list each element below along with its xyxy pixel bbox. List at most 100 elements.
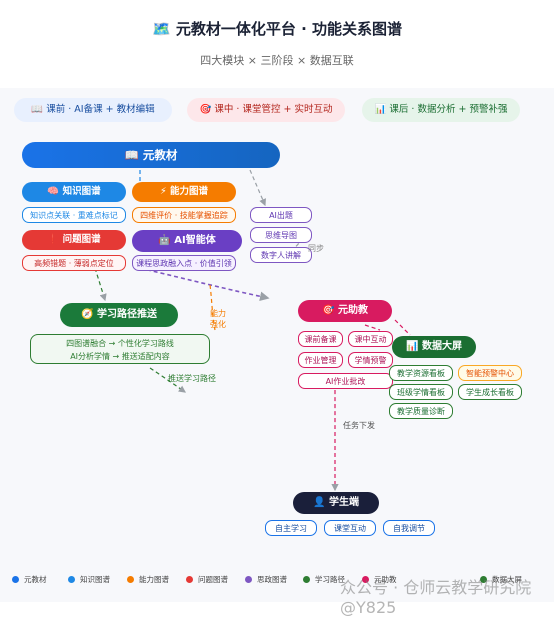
- book-icon: 📖: [124, 148, 139, 162]
- legend-item: 数据大屏: [480, 574, 522, 585]
- edge-sync: [281, 241, 301, 263]
- ability-graph-tag: 四维评价 · 技能掌握追踪: [132, 207, 236, 223]
- edge-assistant-dashboard: [364, 324, 381, 331]
- phase-in-class: 🎯 课中 · 课堂管控 + 实时互动: [187, 98, 345, 122]
- page-subtitle: 四大模块 × 三阶段 × 数据互联: [200, 54, 354, 67]
- dashboard-item-quality[interactable]: 教学质量诊断: [389, 403, 453, 419]
- phase-post-class: 📊 课后 · 数据分析 + 预警补强: [362, 98, 520, 122]
- assistant-item-interact[interactable]: 课中互动: [348, 331, 393, 347]
- edge-ai-assistant: [139, 267, 270, 302]
- edge-dashboard-alert: [394, 319, 411, 336]
- assistant-label: 元助教: [337, 305, 368, 316]
- legend-swatch: [127, 576, 134, 583]
- knowledge-graph-node[interactable]: 🧠 知识图谱: [22, 182, 126, 202]
- student-item-interaction[interactable]: 课堂互动: [324, 520, 376, 536]
- target-icon: 🎯: [322, 305, 335, 316]
- legend-swatch: [12, 576, 19, 583]
- ai-tool-mind-map[interactable]: 思维导图: [250, 227, 312, 243]
- dashboard-item-alert-center[interactable]: 智能预警中心: [458, 365, 522, 381]
- learning-path-label: 学习路径推送: [96, 309, 157, 320]
- legend-label: 元助教: [374, 575, 397, 584]
- edge-label-push-path: 推送学习路径: [168, 374, 216, 383]
- assistant-item-homework[interactable]: 作业管理: [298, 352, 343, 368]
- ability-graph-node[interactable]: ⚡ 能力图谱: [132, 182, 236, 202]
- dashboard-label: 数据大屏: [421, 341, 462, 352]
- ai-agent-tag: 课程思政融入点 · 价值引领: [132, 255, 236, 271]
- legend-label: 能力图谱: [139, 575, 169, 584]
- legend-swatch: [186, 576, 193, 583]
- header: [0, 0, 554, 88]
- knowledge-graph-label: 知识图谱: [62, 186, 101, 197]
- learning-path-line-1: 四图谱融合 → 个性化学习路线: [66, 339, 174, 348]
- legend-swatch: [480, 576, 487, 583]
- phase-pre-class-label: 课前 · AI备课 + 教材编辑: [46, 104, 155, 115]
- legend-item: 元教材: [12, 574, 47, 585]
- edge-label-sync: 同步: [308, 244, 324, 253]
- legend-label: 知识图谱: [80, 575, 110, 584]
- edge-label-reinforce: 强化: [210, 320, 226, 329]
- alert-icon: ❗: [47, 234, 60, 245]
- ai-tool-digital-human[interactable]: 数字人讲解: [250, 247, 312, 263]
- legend-label: 元教材: [24, 575, 47, 584]
- legend-item: 思政图谱: [245, 574, 287, 585]
- legend-label: 问题图谱: [198, 575, 228, 584]
- dashboard-node[interactable]: 📊 数据大屏: [392, 336, 476, 358]
- legend-swatch: [303, 576, 310, 583]
- lightning-icon: ⚡: [160, 186, 167, 197]
- student-item-self-regulation[interactable]: 自我调节: [383, 520, 435, 536]
- legend-label: 学习路径: [315, 575, 345, 584]
- chart-icon: 📊: [374, 104, 387, 115]
- legend-item: 问题图谱: [186, 574, 228, 585]
- edge-label-task-push: 任务下发: [343, 421, 375, 430]
- robot-icon: 🤖: [158, 235, 171, 246]
- dashboard-item-resources[interactable]: 教学资源看板: [389, 365, 453, 381]
- problem-graph-label: 问题图谱: [62, 234, 101, 245]
- edge-ability-reinforce: [209, 284, 216, 331]
- student-label: 学生端: [328, 497, 359, 508]
- student-item-self-study[interactable]: 自主学习: [265, 520, 317, 536]
- ability-graph-label: 能力图谱: [169, 186, 208, 197]
- page-title: 🗺️ 元教材一体化平台 · 功能关系图谱: [0, 18, 554, 39]
- assistant-item-ai-grading[interactable]: AI作业批改: [298, 373, 393, 389]
- map-icon: 🗺️: [151, 20, 171, 38]
- phase-in-class-label: 课中 · 课堂管控 + 实时互动: [214, 104, 333, 115]
- compass-icon: 🧭: [81, 309, 94, 320]
- target-icon: 🎯: [199, 104, 212, 115]
- watermark-text: 众公号 · 仓师云教学研究院 @Y825: [340, 578, 532, 617]
- problem-graph-node[interactable]: ❗ 问题图谱: [22, 230, 126, 250]
- problem-graph-tag: 高频错题 · 薄弱点定位: [22, 255, 126, 271]
- legend-item: 知识图谱: [68, 574, 110, 585]
- legend-item: 能力图谱: [127, 574, 169, 585]
- learning-path-detail: 四图谱融合 → 个性化学习路线 AI分析学情 → 推送适配内容: [30, 334, 210, 364]
- dashboard-item-class[interactable]: 班级学情看板: [389, 384, 453, 400]
- student-node[interactable]: 👤 学生端: [293, 492, 379, 514]
- assistant-node[interactable]: 🎯 元助教: [298, 300, 392, 322]
- ai-agent-node[interactable]: 🤖 AI智能体: [132, 230, 242, 252]
- brain-icon: 🧠: [47, 186, 60, 197]
- ai-tool-question-gen[interactable]: AI出题: [250, 207, 312, 223]
- assistant-item-alert[interactable]: 学情预警: [348, 352, 393, 368]
- legend-swatch: [245, 576, 252, 583]
- learning-path-line-2: AI分析学情 → 推送适配内容: [70, 352, 170, 361]
- edge-label-ability: 能力: [210, 309, 226, 318]
- edge-graphs-path: [94, 267, 107, 302]
- knowledge-graph-tag: 知识点关联 · 重难点标记: [22, 207, 126, 223]
- legend-label: 数据大屏: [492, 575, 522, 584]
- user-icon: 👤: [313, 497, 326, 508]
- textbook-node[interactable]: 📖 元教材: [22, 142, 280, 168]
- chart-icon: 📊: [406, 341, 419, 352]
- legend-label: 思政图谱: [257, 575, 287, 584]
- connector-lines: [94, 169, 411, 492]
- legend-item: 学习路径: [303, 574, 345, 585]
- textbook-label: 元教材: [142, 148, 178, 162]
- ai-agent-label: AI智能体: [174, 235, 216, 246]
- phase-pre-class: 📖 课前 · AI备课 + 教材编辑: [14, 98, 172, 122]
- learning-path-node[interactable]: 🧭 学习路径推送: [60, 303, 178, 327]
- page-title-text: 元教材一体化平台 · 功能关系图谱: [175, 20, 403, 38]
- dashboard-item-growth[interactable]: 学生成长看板: [458, 384, 522, 400]
- phase-post-class-label: 课后 · 数据分析 + 预警补强: [389, 104, 508, 115]
- assistant-item-prep[interactable]: 课前备课: [298, 331, 343, 347]
- edge-path-student: [149, 367, 186, 393]
- legend-item: 元助教: [362, 574, 397, 585]
- edge-textbook-tools: [249, 169, 266, 207]
